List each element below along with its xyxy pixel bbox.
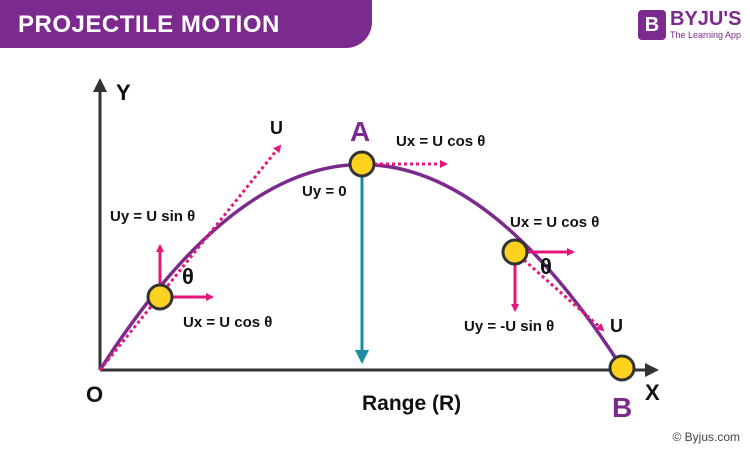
launch-ux-label: Ux = U cos θ [183, 314, 273, 331]
launch-velocity-vector [98, 144, 282, 371]
landing-point-label: B [612, 392, 633, 423]
brand-name: BYJU'S [670, 8, 742, 30]
copyright-notice: © Byjus.com [672, 430, 740, 444]
ball-landing [608, 354, 636, 382]
brand-logo: B BYJU'S The Learning App [638, 8, 748, 48]
descent-velocity-label: U [610, 316, 623, 336]
peak-ux-label: Ux = U cos θ [396, 133, 486, 150]
peak-point-label: A [350, 116, 371, 147]
ball-descent [501, 238, 529, 266]
descent-uy-label: Uy = -U sin θ [464, 318, 555, 335]
descent-velocity-vector [514, 250, 605, 332]
brand-tagline: The Learning App [670, 30, 742, 40]
title-banner: PROJECTILE MOTION [0, 0, 372, 48]
launch-velocity-label: U [270, 118, 283, 138]
launch-uy-label: Uy = U sin θ [110, 208, 196, 225]
origin-label: O [86, 382, 104, 407]
descent-angle-label: θ [540, 254, 552, 279]
ball-peak [348, 150, 376, 178]
range-label: Range (R) [362, 392, 462, 415]
launch-angle-label: θ [182, 264, 194, 289]
ball-launch [146, 283, 174, 311]
peak-uy-label: Uy = 0 [302, 183, 347, 200]
y-axis-label: Y [116, 80, 131, 105]
page-title: PROJECTILE MOTION [18, 11, 280, 38]
x-axis-label: X [645, 380, 660, 405]
brand-mark-icon: B [638, 10, 666, 40]
descent-ux-label: Ux = U cos θ [510, 214, 600, 231]
